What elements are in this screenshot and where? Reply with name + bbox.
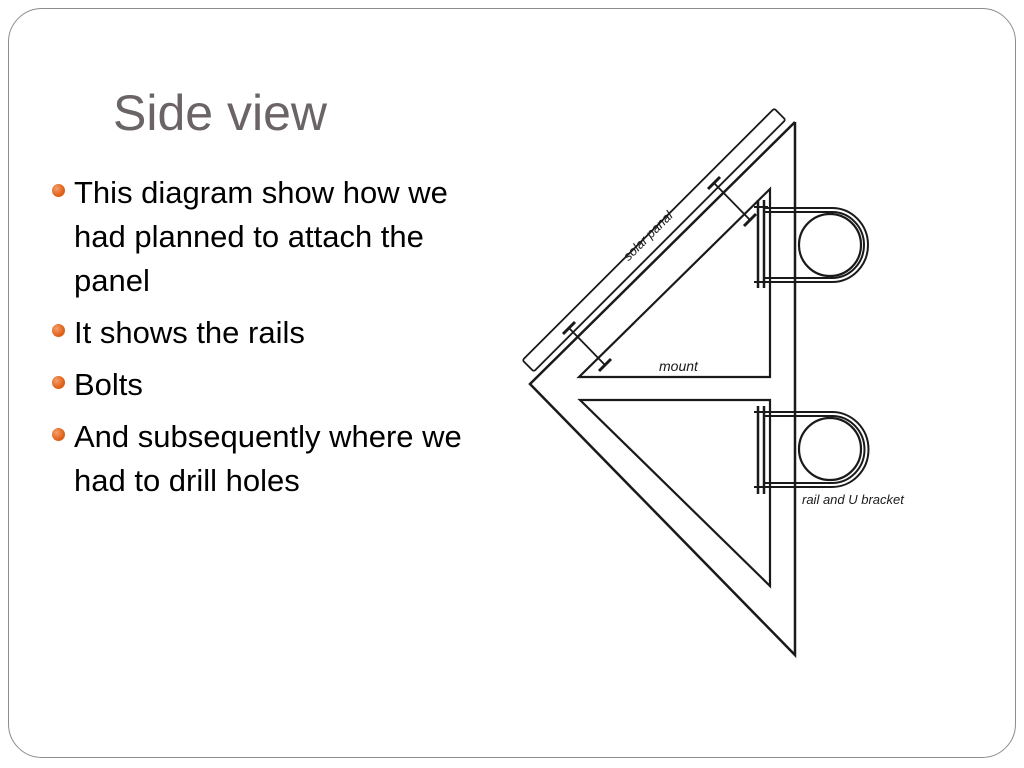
frame-outline bbox=[528, 121, 797, 659]
upper-bolt bbox=[706, 175, 758, 228]
list-item: It shows the rails bbox=[52, 311, 502, 355]
lower-bolt bbox=[561, 320, 613, 373]
rail-bracket-label: rail and U bracket bbox=[802, 492, 905, 507]
upper-mount bbox=[576, 186, 772, 379]
list-item: This diagram show how we had planned to … bbox=[52, 171, 502, 303]
bullet-text: Bolts bbox=[74, 367, 143, 402]
lower-rail-bracket bbox=[754, 406, 870, 494]
mount-label: mount bbox=[659, 358, 699, 374]
bullet-text: It shows the rails bbox=[74, 315, 305, 350]
slide-frame bbox=[8, 8, 1016, 758]
solar-panel-label: solar panal bbox=[620, 207, 676, 263]
bullet-list: This diagram show how we had planned to … bbox=[52, 171, 502, 511]
lower-mount bbox=[577, 398, 772, 589]
list-item: And subsequently where we had to drill h… bbox=[52, 415, 502, 503]
bullet-dot-icon bbox=[52, 184, 65, 197]
upper-rail-bracket bbox=[754, 200, 869, 288]
bullet-text: And subsequently where we had to drill h… bbox=[74, 419, 462, 498]
bullet-dot-icon bbox=[52, 376, 65, 389]
solar-panel bbox=[522, 108, 786, 372]
slide-title: Side view bbox=[113, 85, 327, 141]
bullet-text: This diagram show how we had planned to … bbox=[74, 175, 448, 298]
bullet-dot-icon bbox=[52, 324, 65, 337]
bullet-dot-icon bbox=[52, 428, 65, 441]
list-item: Bolts bbox=[52, 363, 502, 407]
